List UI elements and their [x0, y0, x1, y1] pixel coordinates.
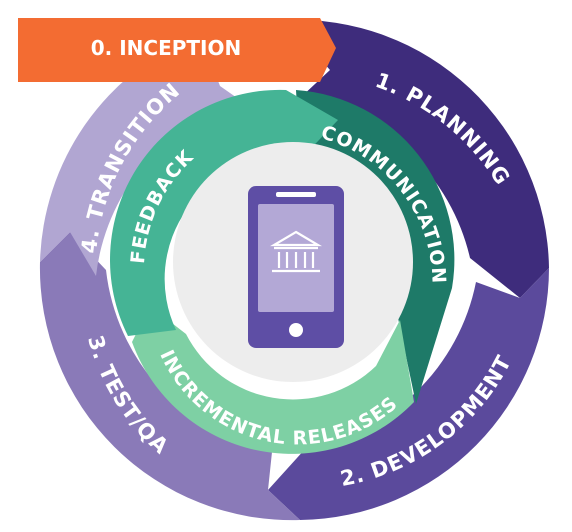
center-disc-group: [173, 142, 413, 382]
phase-test-segment: [39, 232, 300, 521]
inception-label: 0. INCEPTION: [91, 36, 241, 60]
inception-banner: 0. INCEPTION: [18, 18, 336, 82]
phase-development-segment: [268, 268, 549, 520]
bank-icon: [269, 230, 323, 273]
inception-arrow: [18, 18, 336, 82]
inner-incremental-segment: [132, 306, 414, 454]
phase-transition-segment: [40, 34, 240, 276]
